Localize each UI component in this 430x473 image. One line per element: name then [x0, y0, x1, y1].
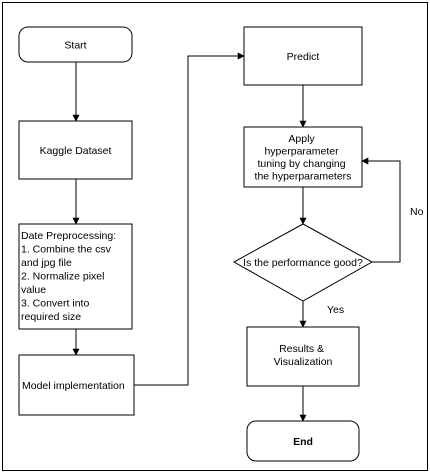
tuning-line: the hyperparameters — [255, 171, 352, 183]
node-results-text: Results & Visualization — [274, 343, 333, 368]
node-tuning: Apply hyperparameter tuning by changing … — [243, 126, 363, 188]
node-results: Results & Visualization — [246, 326, 360, 387]
edge-decision-no-loop — [361, 157, 401, 263]
node-model-label: Model implementation — [22, 380, 125, 392]
node-predict: Predict — [243, 26, 363, 86]
node-predict-label: Predict — [287, 51, 320, 63]
node-end: End — [246, 420, 360, 462]
node-tuning-text: Apply hyperparameter tuning by changing … — [255, 133, 352, 183]
results-line: Visualization — [274, 356, 333, 368]
node-start-label: Start — [64, 40, 86, 52]
node-start: Start — [18, 26, 133, 63]
tuning-line: hyperparameter — [264, 146, 339, 158]
node-end-label: End — [293, 436, 313, 448]
tuning-line: tuning by changing — [257, 158, 345, 170]
preprocessing-line: Date Preprocessing: — [21, 230, 116, 242]
node-decision-label: Is the performance good? — [243, 257, 363, 269]
edge-model-to-predict — [134, 52, 245, 386]
edge-label-no: No — [410, 206, 424, 218]
preprocessing-line: 2. Normalize pixel — [21, 271, 104, 283]
node-decision: Is the performance good? — [232, 223, 374, 302]
node-model: Model implementation — [18, 354, 135, 416]
results-line: Results & — [279, 343, 324, 355]
preprocessing-line: and jpg file — [21, 257, 72, 269]
node-preprocessing-text: Date Preprocessing: 1. Combine the csv a… — [21, 230, 119, 323]
preprocessing-line: 3. Convert into — [21, 298, 89, 310]
tuning-line: Apply — [288, 133, 315, 145]
node-dataset: Kaggle Dataset — [18, 120, 133, 180]
node-preprocessing: Date Preprocessing: 1. Combine the csv a… — [18, 223, 133, 330]
node-dataset-label: Kaggle Dataset — [40, 145, 112, 157]
edge-label-yes: Yes — [327, 304, 344, 316]
preprocessing-line: 1. Combine the csv — [21, 244, 112, 256]
preprocessing-line: value — [21, 284, 46, 296]
preprocessing-line: required size — [21, 311, 81, 323]
